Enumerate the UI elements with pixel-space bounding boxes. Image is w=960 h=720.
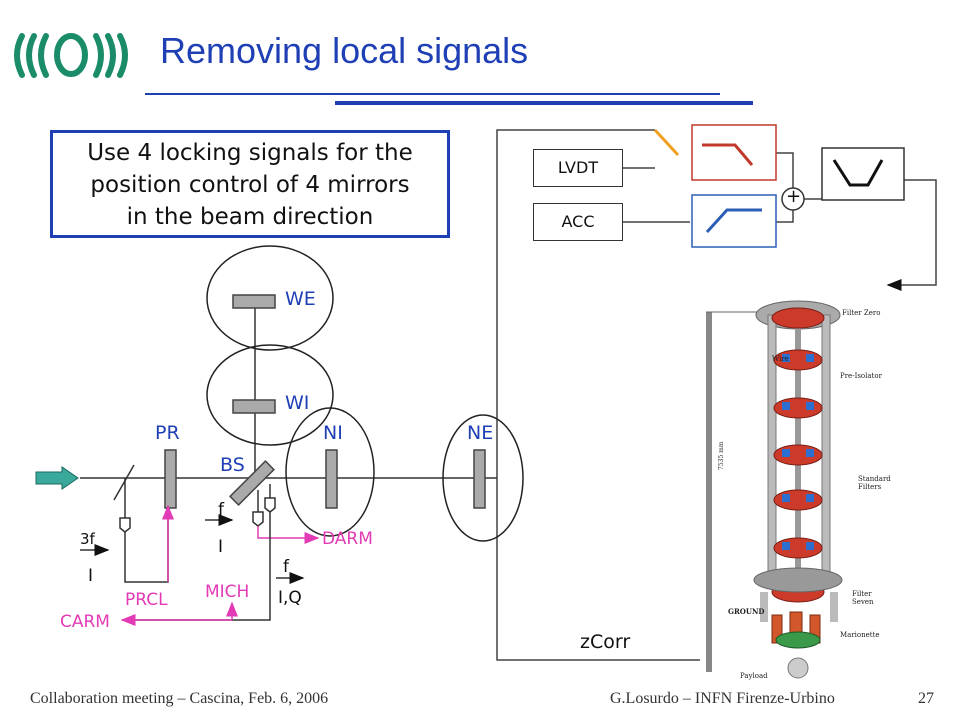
notch-curve <box>832 159 884 187</box>
tower-marionette-label: Marionette <box>840 631 880 639</box>
bs-mirror <box>229 460 275 506</box>
input-beam-arrow <box>35 466 79 490</box>
highpass-filter-box <box>691 194 777 248</box>
darm-label: DARM <box>322 529 373 549</box>
mod-f-bs-label: f <box>218 500 224 520</box>
acc-label: ACC <box>561 212 595 231</box>
lvdt-label: LVDT <box>557 158 599 177</box>
wi-mirror <box>232 399 276 414</box>
superattenuator-tower <box>706 300 843 679</box>
lvdt-box: LVDT <box>533 149 623 187</box>
ni-ellipse <box>285 407 375 537</box>
ni-label: NI <box>323 422 343 444</box>
zcorr-label: zCorr <box>580 631 631 653</box>
tower-filter-seven-label: Filter Seven <box>852 590 874 606</box>
tower-payload-label: Payload <box>740 672 768 680</box>
tower-pre-isolator-label: Pre-Isolator <box>840 372 882 380</box>
virgo-logo <box>14 33 128 78</box>
title-underline-thin <box>145 93 720 95</box>
demod-iq-label: I,Q <box>278 588 302 608</box>
photodiode-bs <box>252 511 264 527</box>
photodiode-left <box>119 517 131 533</box>
darm-line <box>257 526 320 544</box>
acc-box: ACC <box>533 203 623 241</box>
ni-mirror <box>325 449 338 509</box>
mod-3f-label: 3f <box>80 530 95 548</box>
info-line-3: in the beam direction <box>126 204 374 230</box>
pr-mirror <box>164 449 177 509</box>
tower-filter-zero-label: Filter Zero <box>842 309 881 317</box>
demod-i-left-label: I <box>88 566 94 586</box>
ne-label: NE <box>467 422 494 444</box>
pr-label: PR <box>155 422 180 444</box>
highpass-curve <box>705 208 762 234</box>
info-line-2: position control of 4 mirrors <box>90 172 410 198</box>
mod-f-ni-label: f <box>283 557 289 577</box>
bs-label: BS <box>220 454 245 476</box>
slide-title: Removing local signals <box>160 30 529 71</box>
photodiode-ni <box>264 497 276 513</box>
ne-ellipse <box>442 414 524 542</box>
footer-left: Collaboration meeting – Cascina, Feb. 6,… <box>30 690 329 707</box>
left-signal-line <box>124 506 169 583</box>
notch-filter-box <box>821 147 905 201</box>
tower-ground-label: GROUND <box>728 607 765 616</box>
title-underline-thick <box>335 101 753 105</box>
filter-to-tower <box>886 179 937 291</box>
pickoff-mirror <box>113 464 135 501</box>
info-line-1: Use 4 locking signals for the <box>87 140 413 166</box>
highpass-to-sum <box>776 210 794 223</box>
page-number: 27 <box>918 690 934 707</box>
we-ellipse <box>206 245 334 351</box>
we-mirror <box>232 294 276 309</box>
demod-i-bs-label: I <box>218 537 224 557</box>
ne-mirror <box>473 449 486 509</box>
sum-label: + <box>786 186 802 207</box>
prcl-label: PRCL <box>125 590 168 610</box>
we-label: WE <box>285 288 316 310</box>
tower-wire-label: Wire <box>772 355 789 363</box>
lowpass-curve <box>702 143 754 166</box>
tower-height-label: 7535 mm <box>718 441 725 470</box>
wi-label: WI <box>285 392 310 414</box>
lowpass-to-sum <box>776 152 794 188</box>
mich-label: MICH <box>205 582 250 602</box>
orange-link <box>653 128 680 157</box>
control-loop-line <box>496 129 700 661</box>
tower-standard-filters-label: Standard Filters <box>858 475 891 491</box>
wi-ellipse <box>206 344 334 446</box>
sum-junction <box>781 187 805 211</box>
lowpass-filter-box <box>691 124 777 181</box>
carm-label: CARM <box>60 612 110 632</box>
info-box: Use 4 locking signals for the position c… <box>50 130 450 238</box>
footer-right: G.Losurdo – INFN Firenze-Urbino <box>610 690 835 707</box>
